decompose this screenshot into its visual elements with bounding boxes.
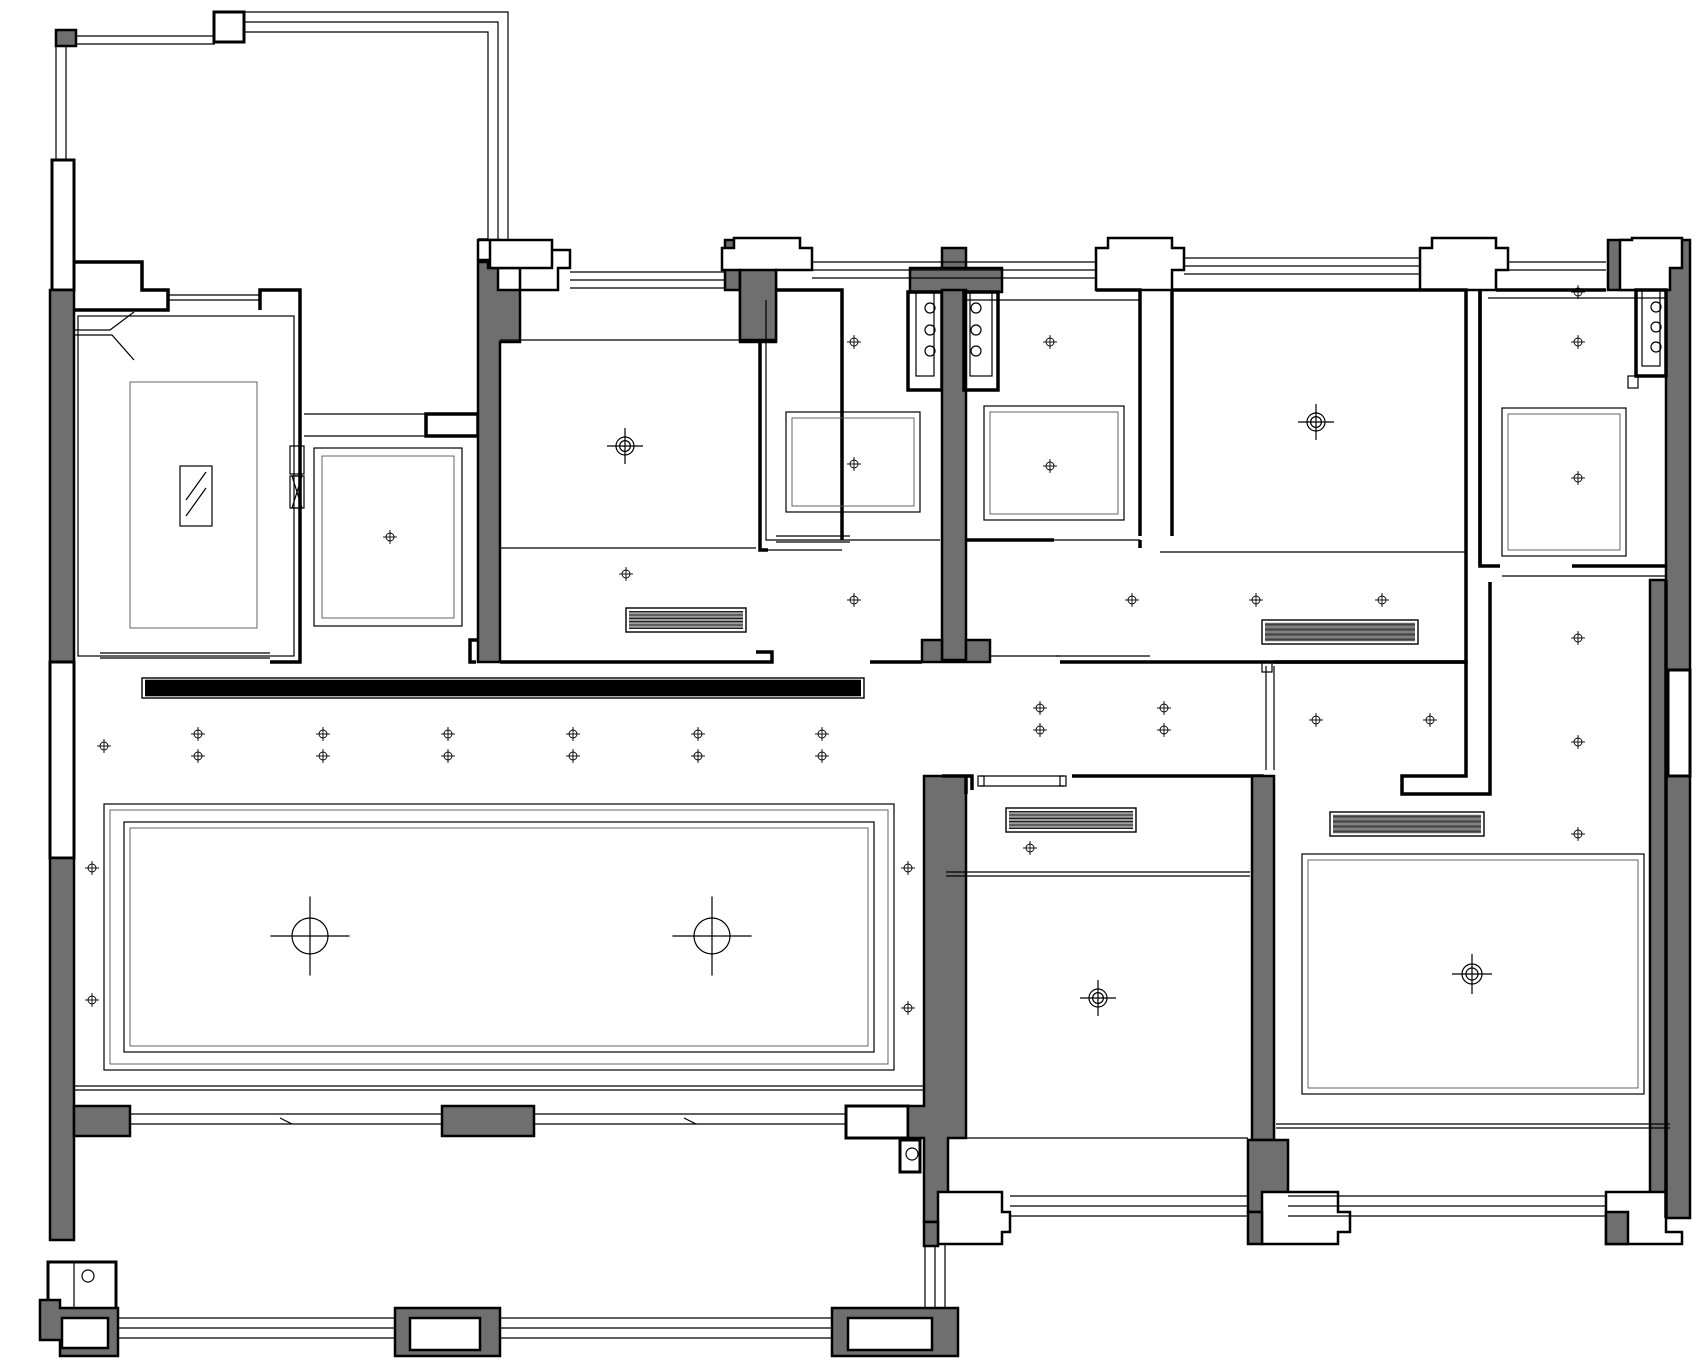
windows-top <box>812 257 1606 279</box>
linear-air-vents <box>141 607 1485 837</box>
spotlight-icon <box>1571 735 1585 749</box>
spotlight-icon <box>1249 593 1263 607</box>
linear-air-vent-icon <box>1005 807 1137 833</box>
spotlight-icon <box>1023 841 1037 855</box>
spotlight-icon <box>847 593 861 607</box>
spotlight-icon <box>847 335 861 349</box>
ceiling-pendant-light-icon <box>1452 954 1492 994</box>
spot-lights <box>85 285 1585 1015</box>
room-bath-b <box>962 290 1142 548</box>
spotlight-icon <box>619 567 633 581</box>
spotlight-icon <box>191 727 205 741</box>
spotlight-icon <box>1033 723 1047 737</box>
spotlight-icon <box>316 749 330 763</box>
room-top-left <box>74 260 302 664</box>
spotlight-icon <box>1033 701 1047 715</box>
room-bedroom-2 <box>768 288 1468 664</box>
spotlight-icon <box>1571 631 1585 645</box>
spotlight-icon <box>1571 285 1585 299</box>
linear-air-vent-icon <box>625 607 747 633</box>
spotlight-icon <box>815 749 829 763</box>
spotlight-icon <box>441 749 455 763</box>
ceiling-pendant-light-icon <box>607 428 643 464</box>
room-bedroom-3 <box>1261 580 1684 1246</box>
exterior-walls <box>38 288 960 1358</box>
spotlight-icon <box>691 749 705 763</box>
spotlight-icon <box>691 727 705 741</box>
spotlight-icon <box>847 457 861 471</box>
balcony-outline <box>50 10 509 292</box>
spotlight-icon <box>1309 713 1323 727</box>
spotlight-icon <box>901 1001 915 1015</box>
spotlight-icon <box>1125 593 1139 607</box>
spotlight-icon <box>383 530 397 544</box>
ceiling-pendant-light-icon <box>1298 404 1334 440</box>
linear-air-vent-icon <box>1329 811 1485 837</box>
pendant-lights <box>270 404 1492 1016</box>
linear-air-vent-icon <box>141 677 865 699</box>
room-dining <box>898 774 1352 1248</box>
spotlight-icon <box>1571 335 1585 349</box>
room-bath-a <box>765 290 944 543</box>
spotlight-icon <box>1571 827 1585 841</box>
spotlight-icon <box>1423 713 1437 727</box>
room-laundry <box>289 412 480 627</box>
column-center <box>920 288 992 664</box>
spotlight-icon <box>1043 335 1057 349</box>
room-bath-c <box>1478 288 1668 577</box>
spotlight-icon <box>85 861 99 875</box>
room-bedroom-1 <box>468 238 774 664</box>
columns-top <box>720 236 1692 1220</box>
spotlight-icon <box>316 727 330 741</box>
spotlight-icon <box>1043 459 1057 473</box>
spotlight-icon <box>566 727 580 741</box>
linear-air-vent-icon <box>1261 619 1419 645</box>
spotlight-icon <box>1157 723 1171 737</box>
spotlight-icon <box>1375 593 1389 607</box>
spotlight-icon <box>901 861 915 875</box>
ceiling-pendant-light-icon <box>270 896 350 976</box>
spotlight-icon <box>191 749 205 763</box>
spotlight-icon <box>441 727 455 741</box>
spotlight-icon <box>566 749 580 763</box>
spotlight-icon <box>97 739 111 753</box>
ceiling-pendant-light-icon <box>672 896 752 976</box>
spotlight-icon <box>85 993 99 1007</box>
ceiling-pendant-light-icon <box>1080 980 1116 1016</box>
spotlight-icon <box>1157 701 1171 715</box>
spotlight-icon <box>1571 471 1585 485</box>
spotlight-icon <box>815 727 829 741</box>
room-living <box>72 803 926 1140</box>
